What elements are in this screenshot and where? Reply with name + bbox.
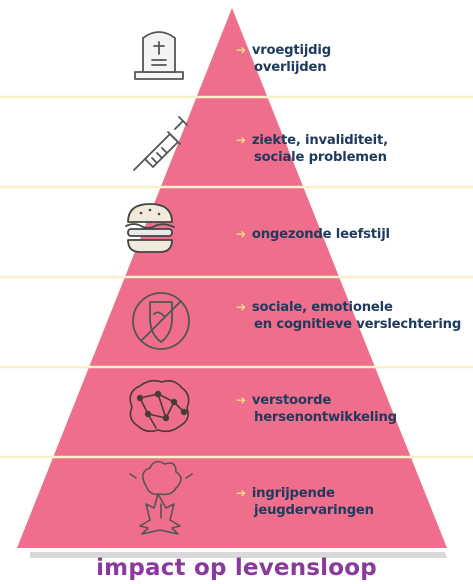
tier-dividers — [0, 95, 473, 459]
tier-label-2: ➔ ziekte, invaliditeit, sociale problemen — [236, 132, 388, 166]
tier-label-4: ➔ sociale, emotionele en cognitieve versl… — [236, 299, 461, 333]
brain-network-icon — [129, 379, 190, 433]
tier-label-line: en cognitieve verslechtering — [254, 317, 462, 332]
arrow-icon: ➔ — [236, 393, 246, 407]
tier-label-1: ➔ vroegtijdig overlijden — [236, 42, 331, 76]
tier-label-3: ➔ ongezonde leefstijl — [236, 226, 390, 243]
tier-label-line: sociale problemen — [254, 150, 387, 165]
tier-label-line: ingrijpende — [251, 486, 335, 501]
crossed-shield-icon — [132, 292, 190, 350]
arrow-icon: ➔ — [236, 133, 246, 147]
tier-label-line: sociale, emotionele — [251, 300, 393, 315]
gravestone-icon — [134, 31, 184, 80]
burger-icon — [125, 203, 175, 253]
arrow-icon: ➔ — [236, 486, 246, 500]
syringe-icon — [133, 116, 188, 171]
tier-label-line: vroegtijdig — [251, 43, 331, 58]
arrow-icon: ➔ — [236, 43, 246, 57]
tier-label-line: ziekte, invaliditeit, — [251, 133, 388, 148]
explosion-icon — [129, 460, 193, 535]
tier-label-line: ongezonde leefstijl — [251, 227, 390, 242]
tier-label-line: jeugdervaringen — [254, 503, 374, 518]
tier-label-5: ➔ verstoorde hersenontwikkeling — [236, 392, 397, 426]
tier-label-line: hersenontwikkeling — [254, 410, 397, 425]
tier-label-line: verstoorde — [251, 393, 332, 408]
arrow-icon: ➔ — [236, 300, 246, 314]
diagram-title: impact op levensloop — [96, 555, 377, 581]
tier-label-line: overlijden — [254, 60, 327, 75]
tier-label-6: ➔ ingrijpende jeugdervaringen — [236, 485, 374, 519]
arrow-icon: ➔ — [236, 227, 246, 241]
pyramid-shadow — [30, 552, 447, 558]
